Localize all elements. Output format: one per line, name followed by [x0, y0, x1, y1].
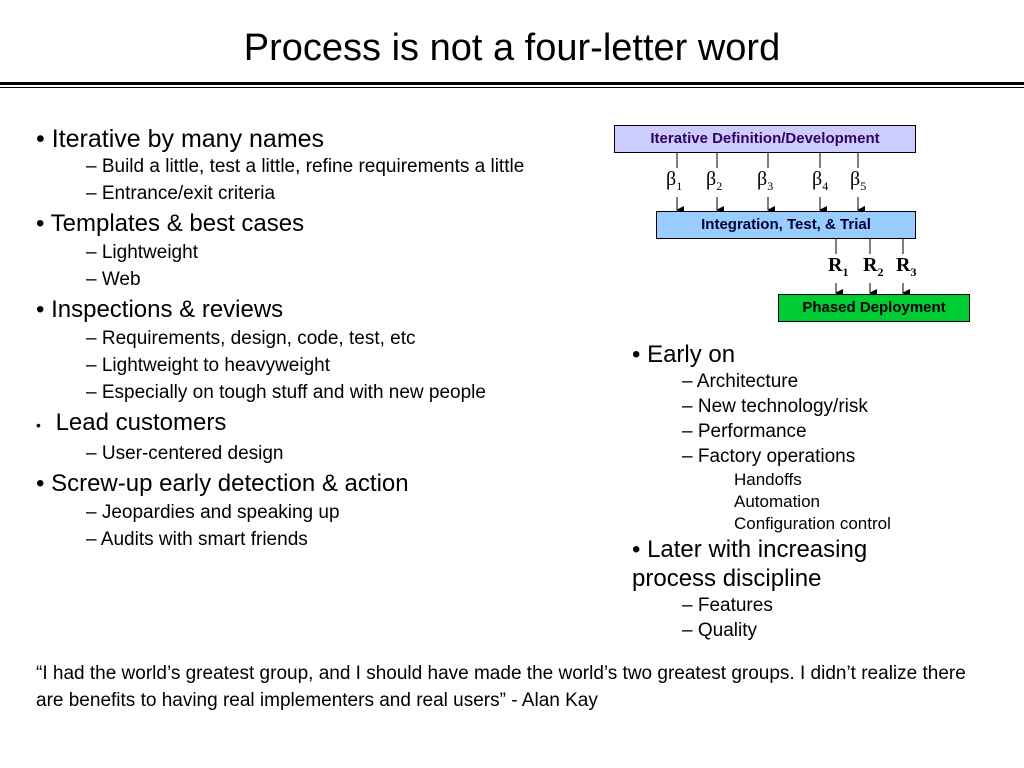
sub-item: – Build a little, test a little, refine … [86, 156, 525, 177]
title-rule-thick [0, 82, 1024, 85]
bullet-inspections: • Inspections & reviews [36, 296, 284, 323]
sub-list-inspections: – Requirements, design, code, test, etc … [36, 325, 596, 406]
bullet-templates: • Templates & best cases [36, 210, 305, 237]
sub-item: – Especially on tough stuff and with new… [86, 382, 486, 403]
beta-label: β4 [812, 168, 829, 197]
left-bullet-list: • Iterative by many names – Build a litt… [36, 122, 596, 553]
sub-item: – Features [682, 595, 773, 616]
beta-label: β1 [666, 168, 683, 197]
sub-item: – Factory operations [682, 446, 856, 467]
sub-item: – Performance [682, 421, 807, 442]
sub-list-templates: – Lightweight – Web [36, 239, 596, 293]
sub-list-lead-customers: – User-centered design [36, 440, 596, 467]
sub-item: – Requirements, design, code, test, etc [86, 328, 416, 349]
sub-item: – Jeopardies and speaking up [86, 502, 340, 523]
sub-list-iterative: – Build a little, test a little, refine … [36, 154, 596, 207]
release-label: R1 [828, 254, 849, 283]
sub-item: – Lightweight to heavyweight [86, 355, 330, 376]
bullet-later: • Later with increasing [632, 536, 868, 563]
bullet-lead-customers: • Lead customers [36, 409, 227, 436]
sub-sub-item: Configuration control [734, 514, 891, 533]
integration-test-box: Integration, Test, & Trial [656, 211, 916, 239]
phased-deployment-box: Phased Deployment [778, 294, 970, 322]
bullet-early-on: • Early on [632, 341, 736, 368]
sub-sub-item: Handoffs [734, 470, 802, 489]
beta-label: β2 [706, 168, 723, 197]
sub-item: – Audits with smart friends [86, 529, 308, 550]
bullet-iterative: • Iterative by many names [36, 125, 325, 153]
sub-item: – Architecture [682, 371, 799, 392]
beta-label: β3 [757, 168, 774, 197]
iterative-definition-box: Iterative Definition/Development [614, 125, 916, 153]
release-label: R2 [863, 254, 884, 283]
bullet-later-continued: process discipline [632, 565, 822, 592]
right-bullet-list: • Early on – Architecture – New technolo… [632, 340, 1012, 643]
sub-item: – User-centered design [86, 443, 284, 464]
title-rule-thin [0, 87, 1024, 88]
release-label: R3 [896, 254, 917, 283]
sub-item: – Quality [682, 620, 757, 641]
sub-item: – New technology/risk [682, 396, 868, 417]
sub-item: – Web [86, 269, 141, 290]
beta-label: β5 [850, 168, 867, 197]
slide-title: Process is not a four-letter word [243, 27, 781, 69]
sub-item: – Entrance/exit criteria [86, 183, 276, 204]
bullet-screw-up: • Screw-up early detection & action [36, 470, 409, 497]
sub-sub-item: Automation [734, 492, 820, 511]
sub-list-screw-up: – Jeopardies and speaking up – Audits wi… [36, 499, 596, 553]
alan-kay-quote: “I had the world’s greatest group, and I… [36, 663, 966, 711]
sub-item: – Lightweight [86, 242, 198, 263]
